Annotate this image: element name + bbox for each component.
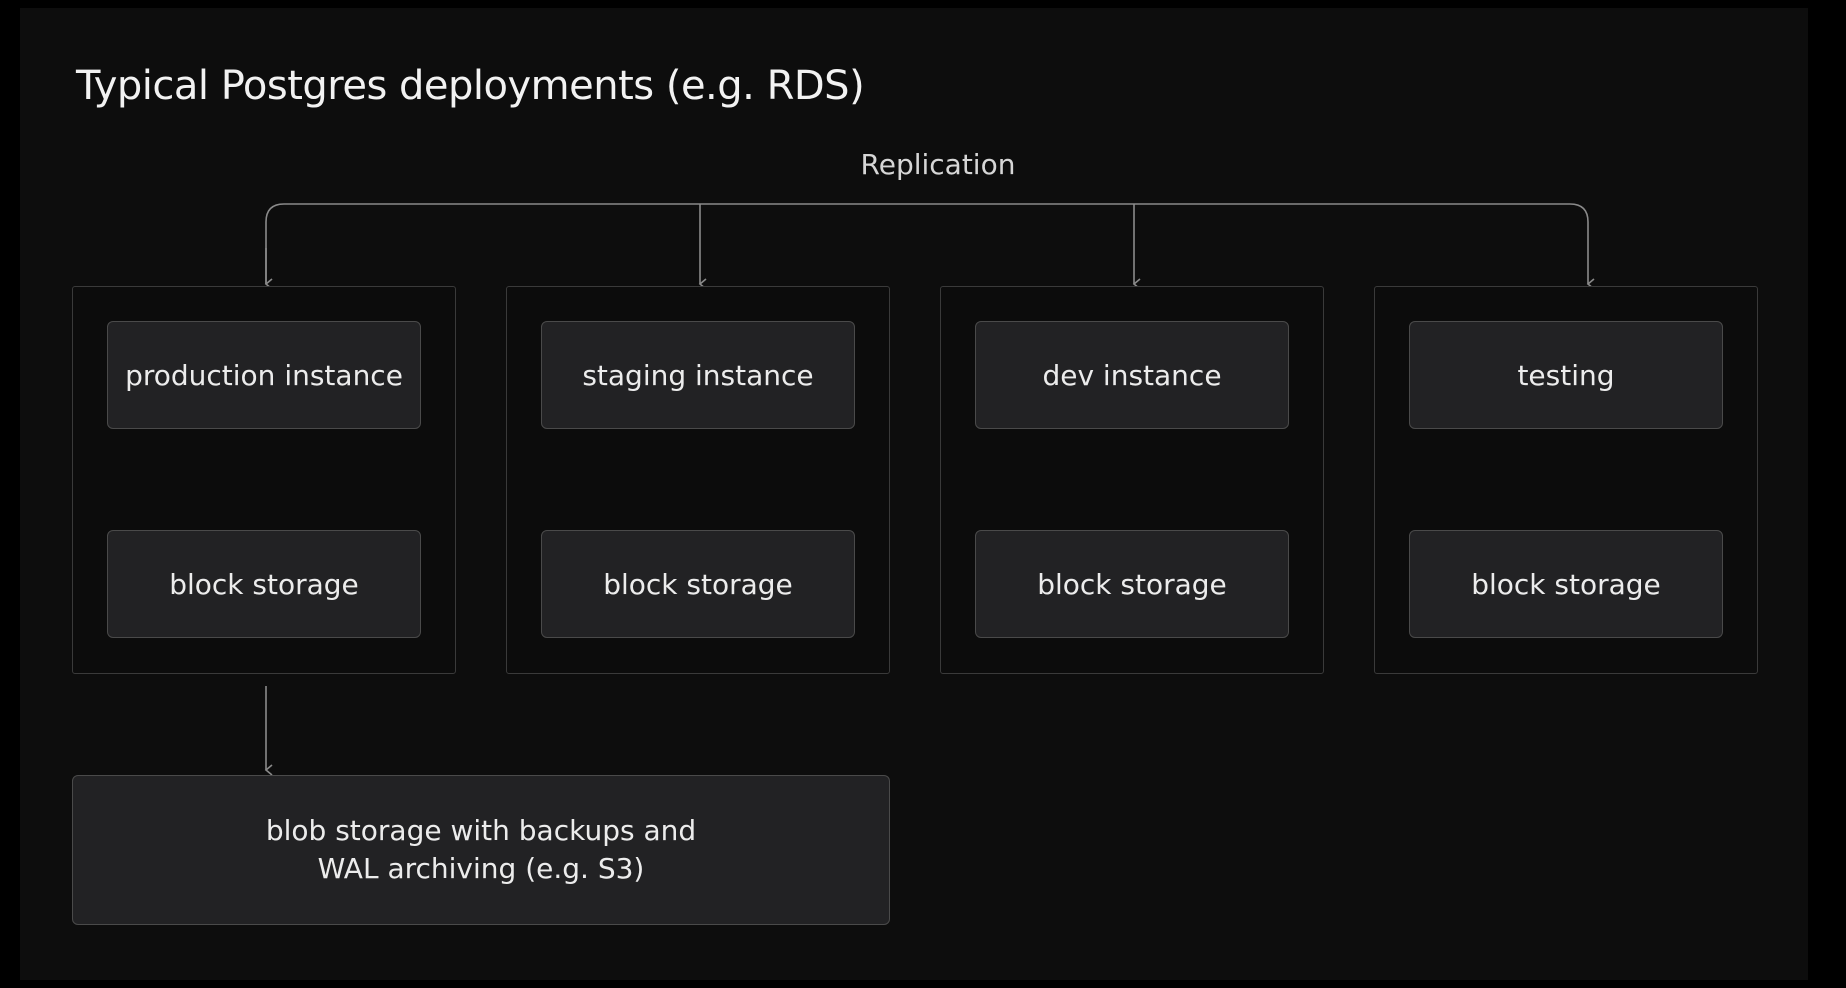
staging-instance-node: staging instance (541, 321, 855, 429)
staging-block-storage-node: block storage (541, 530, 855, 638)
env-group-production: production instance block storage (72, 286, 456, 674)
dev-instance-node: dev instance (975, 321, 1289, 429)
replication-label: Replication (860, 148, 1016, 181)
env-group-dev: dev instance block storage (940, 286, 1324, 674)
production-block-storage-node: block storage (107, 530, 421, 638)
env-group-testing: testing block storage (1374, 286, 1758, 674)
dev-block-storage-node: block storage (975, 530, 1289, 638)
testing-block-storage-node: block storage (1409, 530, 1723, 638)
production-instance-node: production instance (107, 321, 421, 429)
blob-storage-node: blob storage with backups and WAL archiv… (72, 775, 890, 925)
testing-instance-node: testing (1409, 321, 1723, 429)
diagram-title: Typical Postgres deployments (e.g. RDS) (76, 63, 865, 109)
env-group-staging: staging instance block storage (506, 286, 890, 674)
blob-storage-line1: blob storage with backups and (265, 814, 697, 847)
blob-storage-line2: WAL archiving (e.g. S3) (317, 852, 645, 885)
replication-bus (265, 203, 1595, 290)
diagram-canvas: Typical Postgres deployments (e.g. RDS) … (20, 8, 1808, 980)
